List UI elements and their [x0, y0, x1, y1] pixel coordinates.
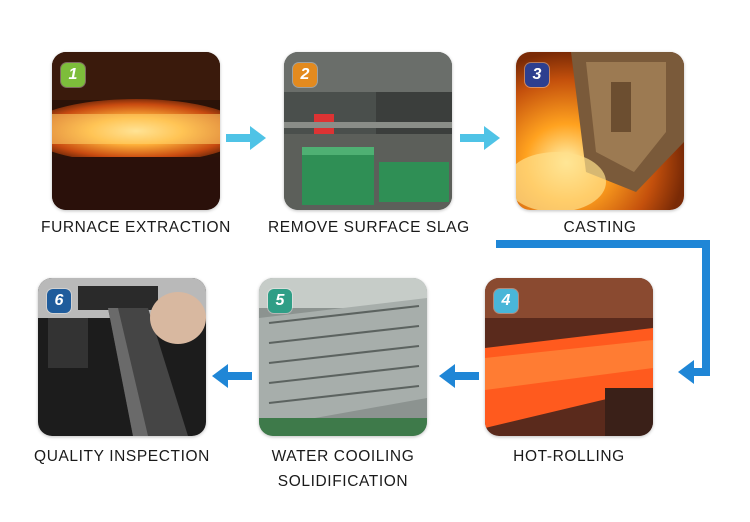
step-label: QUALITY INSPECTION: [22, 444, 222, 469]
quality-inspection-photo: 6: [38, 278, 206, 436]
arrow-right-icon: [460, 124, 502, 152]
step-label: CASTING: [500, 215, 700, 240]
step-number-badge: 2: [293, 63, 317, 87]
casting-photo: 3: [516, 52, 684, 210]
arrow-left-icon: [210, 362, 252, 390]
water-cooling-photo: 5: [259, 278, 427, 436]
step-label: FURNACE EXTRACTION: [36, 215, 236, 240]
step-label: WATER COOILING SOLIDIFICATION: [243, 444, 443, 494]
step-number-badge: 3: [525, 63, 549, 87]
bent-arrow-down-left-icon: [494, 238, 724, 388]
step-number-badge: 6: [47, 289, 71, 313]
arrow-right-icon: [226, 124, 268, 152]
step-label: HOT-ROLLING: [469, 444, 669, 469]
remove-surface-slag-photo: 2: [284, 52, 452, 210]
arrow-left-icon: [437, 362, 479, 390]
furnace-extraction-photo: 1: [52, 52, 220, 210]
step-number-badge: 5: [268, 289, 292, 313]
step-number-badge: 1: [61, 63, 85, 87]
step-label-line-2: SOLIDIFICATION: [243, 469, 443, 494]
step-label-line-1: WATER COOILING: [243, 444, 443, 469]
step-label: REMOVE SURFACE SLAG: [268, 215, 468, 240]
